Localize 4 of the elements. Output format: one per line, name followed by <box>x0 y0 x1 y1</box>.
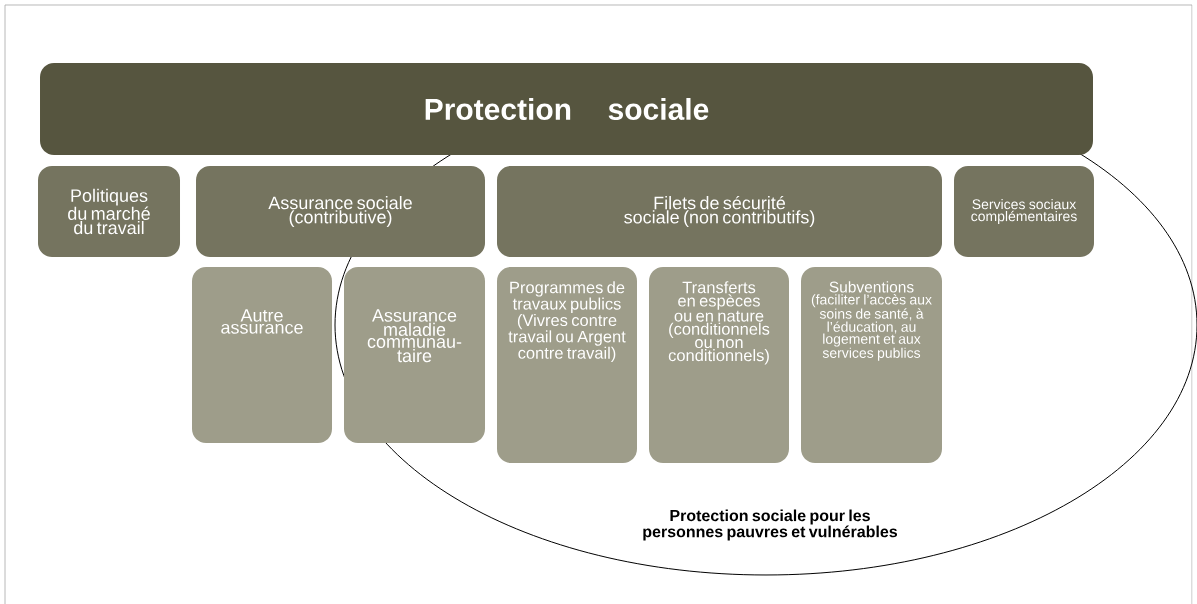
category-box: Assurance sociale (contributive) <box>196 166 485 257</box>
category-box: Politiques du marché du travail <box>38 166 180 257</box>
heading-bar: Protection sociale <box>40 63 1093 155</box>
program-box: Autre assurance <box>192 267 332 443</box>
